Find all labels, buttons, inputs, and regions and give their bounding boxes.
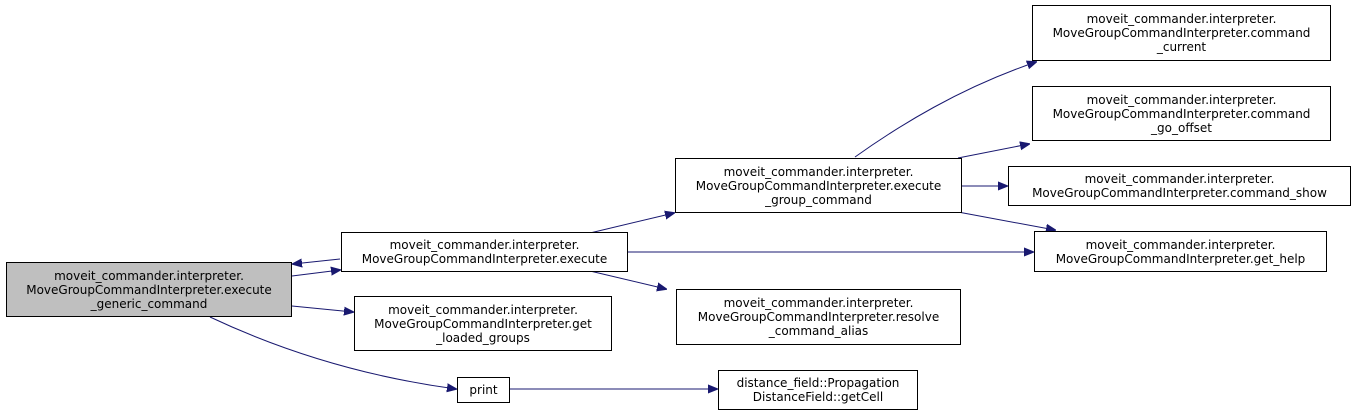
node-label: moveit_commander.interpreter. MoveGroupC… <box>1032 172 1327 200</box>
node-label: moveit_commander.interpreter. MoveGroupC… <box>1052 12 1311 54</box>
node-label: moveit_commander.interpreter. MoveGroupC… <box>361 238 608 266</box>
node-get-loaded-groups[interactable]: moveit_commander.interpreter. MoveGroupC… <box>354 296 612 351</box>
node-command-current[interactable]: moveit_commander.interpreter. MoveGroupC… <box>1032 5 1331 61</box>
edge-generic-to-print <box>209 316 456 389</box>
node-label: moveit_commander.interpreter. MoveGroupC… <box>697 296 940 338</box>
edge-execute-to-generic <box>293 259 341 264</box>
edge-execute-to-resolve-alias <box>589 270 666 289</box>
node-print[interactable]: print <box>457 377 510 403</box>
node-get-help[interactable]: moveit_commander.interpreter. MoveGroupC… <box>1034 231 1327 272</box>
node-resolve-command-alias[interactable]: moveit_commander.interpreter. MoveGroupC… <box>676 289 961 345</box>
node-execute[interactable]: moveit_commander.interpreter. MoveGroupC… <box>341 232 628 272</box>
node-label: moveit_commander.interpreter. MoveGroupC… <box>1052 92 1311 135</box>
node-command-go-offset[interactable]: moveit_commander.interpreter. MoveGroupC… <box>1032 86 1331 141</box>
node-get-cell[interactable]: distance_field::Propagation DistanceFiel… <box>718 370 918 410</box>
edge-group-to-command-go-offset <box>957 144 1029 159</box>
edge-group-to-get-help <box>957 211 1055 230</box>
node-execute-group-command[interactable]: moveit_commander.interpreter. MoveGroupC… <box>675 158 962 213</box>
edge-group-to-command-current <box>854 62 1036 158</box>
edge-generic-to-execute <box>291 270 340 277</box>
node-execute-generic-command[interactable]: moveit_commander.interpreter. MoveGroupC… <box>6 262 292 317</box>
node-label: print <box>469 383 498 397</box>
node-label: moveit_commander.interpreter. MoveGroupC… <box>374 302 592 345</box>
node-command-show[interactable]: moveit_commander.interpreter. MoveGroupC… <box>1008 166 1351 206</box>
node-label: moveit_commander.interpreter. MoveGroupC… <box>1055 237 1306 266</box>
node-label: moveit_commander.interpreter. MoveGroupC… <box>26 268 272 311</box>
node-label: moveit_commander.interpreter. MoveGroupC… <box>695 164 942 207</box>
edge-execute-to-group-command <box>589 213 674 234</box>
node-label: distance_field::Propagation DistanceFiel… <box>736 376 900 404</box>
edge-generic-to-loaded-groups <box>291 305 353 312</box>
